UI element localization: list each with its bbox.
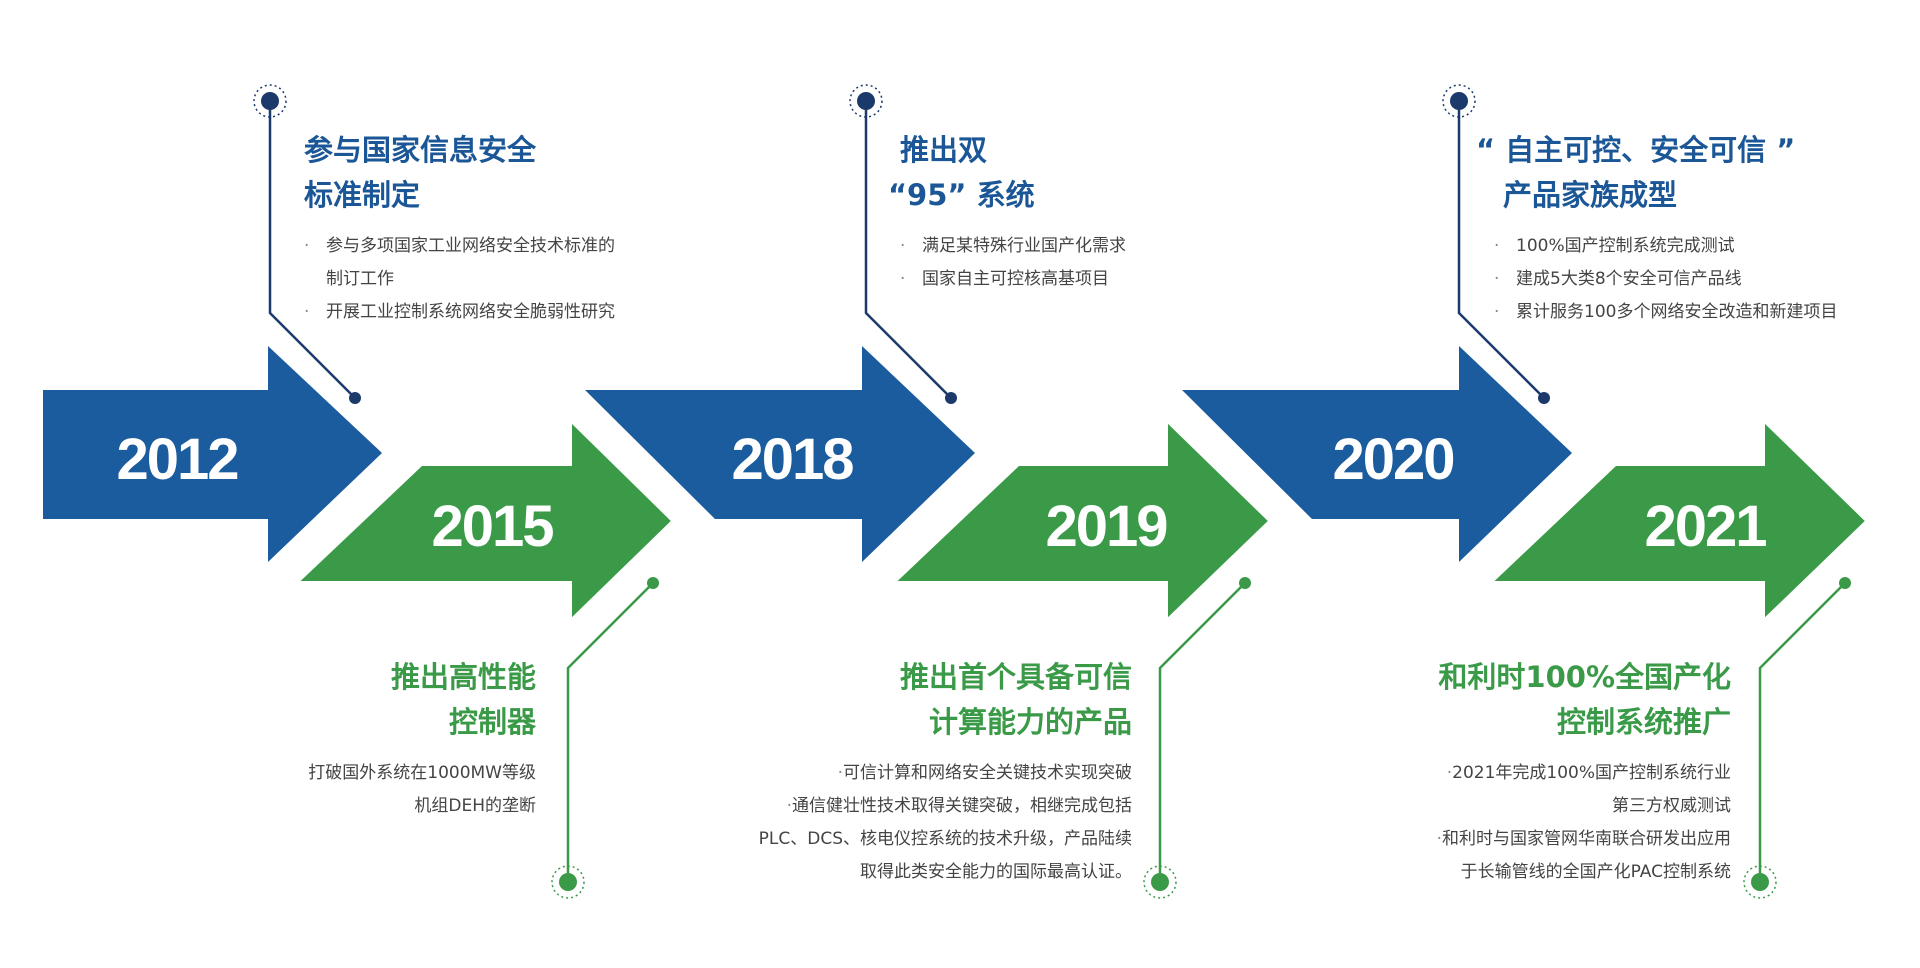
bullet-text: 通信健壮性技术取得关键突破，相继完成包括 [792, 796, 1132, 816]
connector-2021 [1743, 577, 1851, 899]
connector-2018 [849, 84, 957, 404]
milestone-2015: 推出高性能 控制器 打破国外系统在1000MW等级 机组DEH的垄断 [308, 655, 536, 823]
title-line: 控制系统推广 [1556, 705, 1731, 739]
bullet-item: ·2021年完成100%国产控制系统行业 [1420, 757, 1731, 790]
milestone-title: 推出双 “95” 系统 [888, 128, 1126, 218]
bullet-dot-icon: · [1494, 302, 1500, 322]
bullet-list: ·可信计算和网络安全关键技术实现突破 ·通信健壮性技术取得关键突破，相继完成包括… [759, 757, 1132, 889]
bullet-dot-icon: · [1494, 236, 1500, 256]
milestone-title: “ 自主可控、安全可信 ” 产品家族成型 [1476, 128, 1837, 218]
arrow-2012 [43, 346, 382, 562]
bullet-text: 取得此类安全能力的国际最高认证。 [860, 862, 1132, 882]
bullet-item: · 累计服务100多个网络安全改造和新建项目 [1494, 296, 1837, 329]
arrow-2020 [1182, 346, 1572, 562]
title-line: 参与国家信息安全 [304, 133, 537, 167]
bullet-item: · 国家自主可控核高基项目 [900, 263, 1126, 296]
milestone-title: 推出高性能 控制器 [308, 655, 536, 745]
bullet-text: 制订工作 [326, 269, 394, 289]
year-label-2021: 2021 [1644, 494, 1766, 559]
arrow-2021 [1469, 400, 1880, 641]
title-line: 产品家族成型 [1503, 178, 1678, 212]
year-label-2019: 2019 [1045, 494, 1167, 559]
text-list: 打破国外系统在1000MW等级 机组DEH的垄断 [308, 757, 536, 823]
title-line: “95” 系统 [888, 178, 1035, 212]
bullet-item-continuation: 第三方权威测试 [1420, 790, 1731, 823]
year-label-2015: 2015 [431, 494, 553, 559]
bullet-text: 建成5大类8个安全可信产品线 [1516, 269, 1742, 289]
year-label-2018: 2018 [731, 427, 853, 492]
title-line: 计算能力的产品 [928, 705, 1132, 739]
connector-2019 [1143, 577, 1251, 899]
bullet-text: 第三方权威测试 [1612, 796, 1731, 816]
bullet-item: · 100%国产控制系统完成测试 [1494, 230, 1837, 263]
bullet-text: 参与多项国家工业网络安全技术标准的 [326, 236, 615, 256]
arrow-2019 [872, 400, 1283, 641]
connector-2012 [253, 84, 361, 404]
title-line: 控制器 [448, 705, 536, 739]
bullet-text: 2021年完成100%国产控制系统行业 [1452, 763, 1731, 783]
arrow-2015 [275, 400, 686, 641]
bullet-text: 可信计算和网络安全关键技术实现突破 [843, 763, 1132, 783]
bullet-item-continuation: 于长输管线的全国产化PAC控制系统 [1420, 856, 1731, 889]
milestone-2012: 参与国家信息安全 标准制定 · 参与多项国家工业网络安全技术标准的 制订工作 · 开… [304, 128, 615, 329]
bullet-item: ·可信计算和网络安全关键技术实现突破 [759, 757, 1132, 790]
text-line: 机组DEH的垄断 [414, 796, 536, 816]
bullet-text: PLC、DCS、核电仪控系统的技术升级，产品陆续 [758, 829, 1132, 849]
bullet-list: ·2021年完成100%国产控制系统行业 第三方权威测试 ·和利时与国家管网华南… [1420, 757, 1731, 889]
bullet-dot-icon: · [900, 236, 906, 256]
milestone-title: 推出首个具备可信 计算能力的产品 [759, 655, 1132, 745]
title-line: 和利时100%全国产化 [1438, 660, 1731, 694]
bullet-dot-icon: · [837, 763, 843, 783]
title-line: 推出高性能 [390, 660, 536, 694]
bullet-item-continuation: 制订工作 [304, 263, 615, 296]
text-line: 打破国外系统在1000MW等级 [308, 763, 536, 783]
milestone-2019: 推出首个具备可信 计算能力的产品 ·可信计算和网络安全关键技术实现突破 ·通信健… [759, 655, 1132, 889]
connector-2015 [551, 577, 659, 899]
bullet-list: · 参与多项国家工业网络安全技术标准的 制订工作 · 开展工业控制系统网络安全脆弱性… [304, 230, 615, 329]
bullet-text: 累计服务100多个网络安全改造和新建项目 [1516, 302, 1838, 322]
connector-2020 [1442, 84, 1550, 404]
bullet-item-continuation: PLC、DCS、核电仪控系统的技术升级，产品陆续 [759, 823, 1132, 856]
title-line: 推出首个具备可信 [899, 660, 1132, 694]
bullet-text: 满足某特殊行业国产化需求 [922, 236, 1126, 256]
title-line: “ 自主可控、安全可信 ” [1476, 133, 1796, 167]
arrow-2018 [585, 346, 975, 562]
milestone-title: 和利时100%全国产化 控制系统推广 [1420, 655, 1731, 745]
bullet-text: 国家自主可控核高基项目 [922, 269, 1109, 289]
milestone-2018: 推出双 “95” 系统 · 满足某特殊行业国产化需求 · 国家自主可控核高基项目 [888, 128, 1126, 296]
bullet-list: · 100%国产控制系统完成测试 · 建成5大类8个安全可信产品线 · 累计服务100… [1476, 230, 1837, 329]
year-label-2012: 2012 [116, 427, 237, 492]
bullet-item-continuation: 取得此类安全能力的国际最高认证。 [759, 856, 1132, 889]
title-line: 推出双 [900, 133, 988, 167]
bullet-dot-icon: · [304, 236, 310, 256]
bullet-item: · 建成5大类8个安全可信产品线 [1494, 263, 1837, 296]
bullet-text: 于长输管线的全国产化PAC控制系统 [1460, 862, 1731, 882]
milestone-2020: “ 自主可控、安全可信 ” 产品家族成型 · 100%国产控制系统完成测试 · 建成… [1476, 128, 1837, 329]
bullet-dot-icon: · [900, 269, 906, 289]
bullet-text: 100%国产控制系统完成测试 [1516, 236, 1735, 256]
milestone-2021: 和利时100%全国产化 控制系统推广 ·2021年完成100%国产控制系统行业 … [1420, 655, 1731, 889]
bullet-item: ·和利时与国家管网华南联合研发出应用 [1420, 823, 1731, 856]
bullet-dot-icon: · [1436, 829, 1442, 849]
milestone-title: 参与国家信息安全 标准制定 [304, 128, 615, 218]
bullet-text: 和利时与国家管网华南联合研发出应用 [1442, 829, 1731, 849]
bullet-dot-icon: · [1494, 269, 1500, 289]
bullet-item: · 参与多项国家工业网络安全技术标准的 [304, 230, 615, 263]
bullet-item: · 满足某特殊行业国产化需求 [900, 230, 1126, 263]
year-label-2020: 2020 [1332, 427, 1453, 492]
bullet-item: ·通信健壮性技术取得关键突破，相继完成包括 [759, 790, 1132, 823]
title-line: 标准制定 [304, 178, 421, 212]
bullet-list: · 满足某特殊行业国产化需求 · 国家自主可控核高基项目 [888, 230, 1126, 296]
bullet-dot-icon: · [1446, 763, 1453, 783]
bullet-dot-icon: · [304, 302, 310, 322]
bullet-text: 开展工业控制系统网络安全脆弱性研究 [326, 302, 615, 322]
bullet-dot-icon: · [786, 796, 792, 816]
bullet-item: · 开展工业控制系统网络安全脆弱性研究 [304, 296, 615, 329]
